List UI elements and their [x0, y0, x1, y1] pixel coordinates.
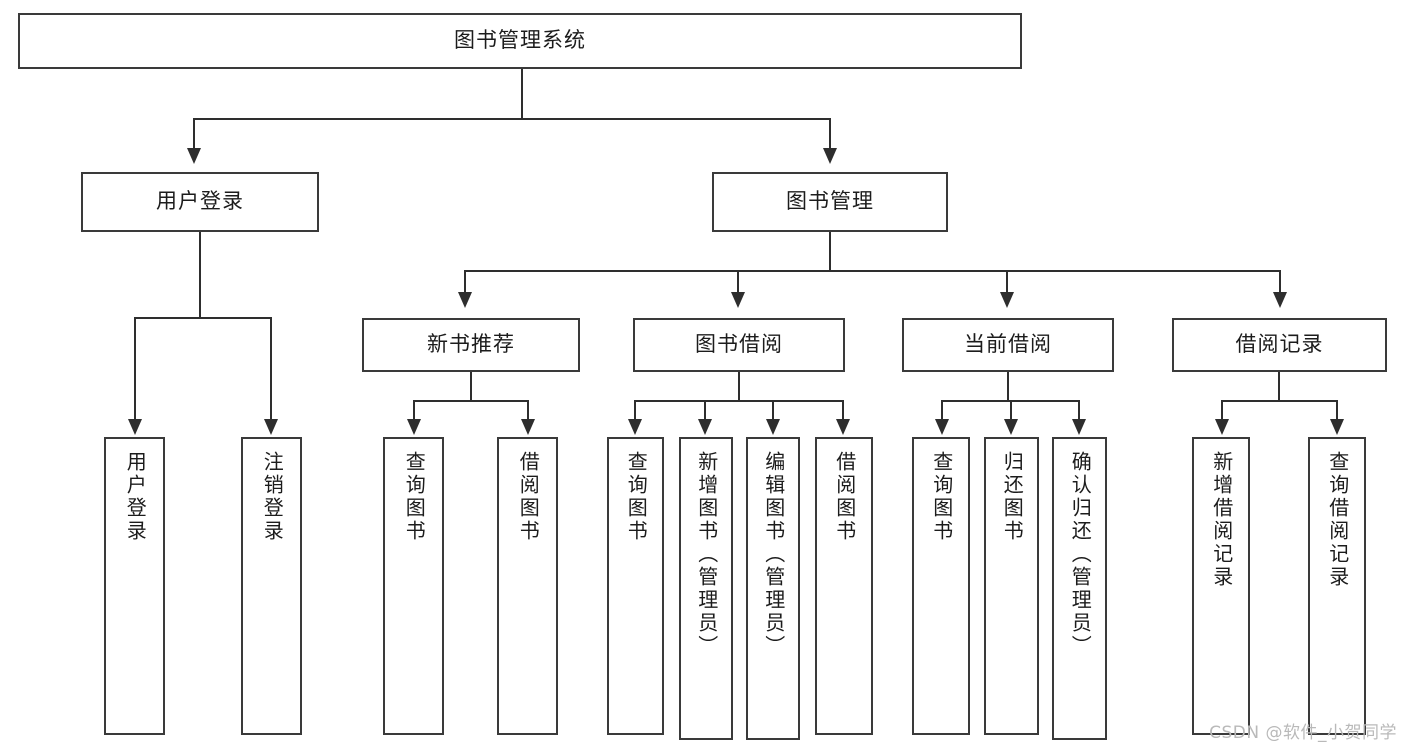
node-label: 图书管理 [786, 189, 874, 214]
connector-user-login-child-1 [134, 317, 136, 421]
node-leaf-borrow-book-recommend[interactable]: 借阅图书 [497, 437, 558, 735]
connector-book-borrow-child-4 [842, 400, 844, 420]
connector-book-borrow-child-1 [634, 400, 636, 420]
connector-current-borrow-child-1 [941, 400, 943, 420]
node-label: 借阅图书 [516, 451, 541, 543]
connector-book-borrow-bus [634, 400, 844, 402]
node-borrow-record[interactable]: 借阅记录 [1172, 318, 1387, 372]
connector-book-manage-child-3 [1006, 270, 1008, 294]
node-new-book-recommend[interactable]: 新书推荐 [362, 318, 580, 372]
node-label: 新增借阅记录 [1209, 451, 1234, 589]
connector-book-manage-child-1 [464, 270, 466, 294]
connector-book-manage-child-4 [1279, 270, 1281, 294]
node-user-login[interactable]: 用户登录 [81, 172, 319, 232]
arrowhead-book-manage [823, 148, 837, 164]
arrowhead-book-borrow [731, 292, 745, 308]
arrowhead-leaf-query-record [1330, 419, 1344, 435]
arrowhead-current-borrow [1000, 292, 1014, 308]
connector-current-borrow-stem [1007, 372, 1009, 400]
connector-book-manage-stem [829, 232, 831, 270]
node-book-borrow[interactable]: 图书借阅 [633, 318, 845, 372]
arrowhead-leaf-add-record [1215, 419, 1229, 435]
node-label: 查询图书 [929, 451, 954, 543]
arrowhead-borrow-record [1273, 292, 1287, 308]
node-label: 确认归还（管理员） [1068, 451, 1093, 658]
connector-current-borrow-child-2 [1010, 400, 1012, 420]
connector-new-book-child-1 [413, 400, 415, 420]
arrowhead-leaf-borrow-book-1 [521, 419, 535, 435]
connector-borrow-record-child-2 [1336, 400, 1338, 420]
watermark-text: CSDN @软件_小贺同学 [1209, 723, 1397, 743]
connector-borrow-record-stem [1278, 372, 1280, 400]
node-label: 借阅图书 [832, 451, 857, 543]
arrowhead-leaf-borrow-book-2 [836, 419, 850, 435]
connector-root-bus [193, 118, 831, 120]
node-label: 注销登录 [260, 451, 285, 543]
connector-new-book-bus [413, 400, 529, 402]
connector-book-borrow-stem [738, 372, 740, 400]
node-leaf-logout[interactable]: 注销登录 [241, 437, 302, 735]
connector-book-manage-child-2 [737, 270, 739, 294]
connector-user-login-bus [134, 317, 272, 319]
arrowhead-leaf-edit-book [766, 419, 780, 435]
node-label: 借阅记录 [1235, 332, 1324, 357]
arrowhead-user-login [187, 148, 201, 164]
connector-user-login-child-2 [270, 317, 272, 421]
arrowhead-leaf-user-login [128, 419, 142, 435]
node-label: 图书管理系统 [454, 28, 586, 53]
node-leaf-query-book-borrow[interactable]: 查询图书 [607, 437, 664, 735]
node-leaf-user-login[interactable]: 用户登录 [104, 437, 165, 735]
node-label: 图书借阅 [695, 332, 783, 357]
node-label: 新增图书（管理员） [694, 451, 719, 658]
node-current-borrow[interactable]: 当前借阅 [902, 318, 1114, 372]
arrowhead-leaf-query-book-3 [935, 419, 949, 435]
node-leaf-return-book[interactable]: 归还图书 [984, 437, 1039, 735]
node-label: 新书推荐 [427, 332, 515, 357]
connector-user-login-stem [199, 232, 201, 317]
node-book-management[interactable]: 图书管理 [712, 172, 948, 232]
node-label: 用户登录 [123, 451, 148, 543]
node-leaf-query-borrow-record[interactable]: 查询借阅记录 [1308, 437, 1366, 735]
connector-new-book-child-2 [527, 400, 529, 420]
connector-book-borrow-child-2 [704, 400, 706, 420]
node-label: 用户登录 [156, 189, 244, 214]
connector-book-borrow-child-3 [772, 400, 774, 420]
node-label: 编辑图书（管理员） [761, 451, 786, 658]
node-leaf-confirm-return-admin[interactable]: 确认归还（管理员） [1052, 437, 1107, 740]
connector-new-book-stem [470, 372, 472, 400]
arrowhead-leaf-add-book [698, 419, 712, 435]
arrowhead-leaf-return-book [1004, 419, 1018, 435]
arrowhead-leaf-query-book-2 [628, 419, 642, 435]
node-label: 查询图书 [402, 451, 427, 543]
connector-root-stem [521, 69, 523, 118]
node-label: 查询图书 [624, 451, 649, 543]
node-leaf-query-book-recommend[interactable]: 查询图书 [383, 437, 444, 735]
connector-borrow-record-child-1 [1221, 400, 1223, 420]
node-leaf-query-book-current[interactable]: 查询图书 [912, 437, 970, 735]
node-leaf-add-book-admin[interactable]: 新增图书（管理员） [679, 437, 733, 740]
connector-current-borrow-child-3 [1078, 400, 1080, 420]
node-leaf-edit-book-admin[interactable]: 编辑图书（管理员） [746, 437, 800, 740]
node-label: 当前借阅 [964, 332, 1052, 357]
node-label: 归还图书 [1000, 451, 1025, 543]
connector-borrow-record-bus [1221, 400, 1338, 402]
node-root-system[interactable]: 图书管理系统 [18, 13, 1022, 69]
arrowhead-leaf-logout [264, 419, 278, 435]
connector-root-to-user-login [193, 118, 195, 150]
arrowhead-leaf-confirm-return [1072, 419, 1086, 435]
node-label: 查询借阅记录 [1325, 451, 1350, 589]
arrowhead-leaf-query-book-1 [407, 419, 421, 435]
connector-root-to-book-manage [829, 118, 831, 150]
arrowhead-new-book-recommend [458, 292, 472, 308]
node-leaf-borrow-book[interactable]: 借阅图书 [815, 437, 873, 735]
node-leaf-add-borrow-record[interactable]: 新增借阅记录 [1192, 437, 1250, 735]
connector-book-manage-bus [464, 270, 1281, 272]
